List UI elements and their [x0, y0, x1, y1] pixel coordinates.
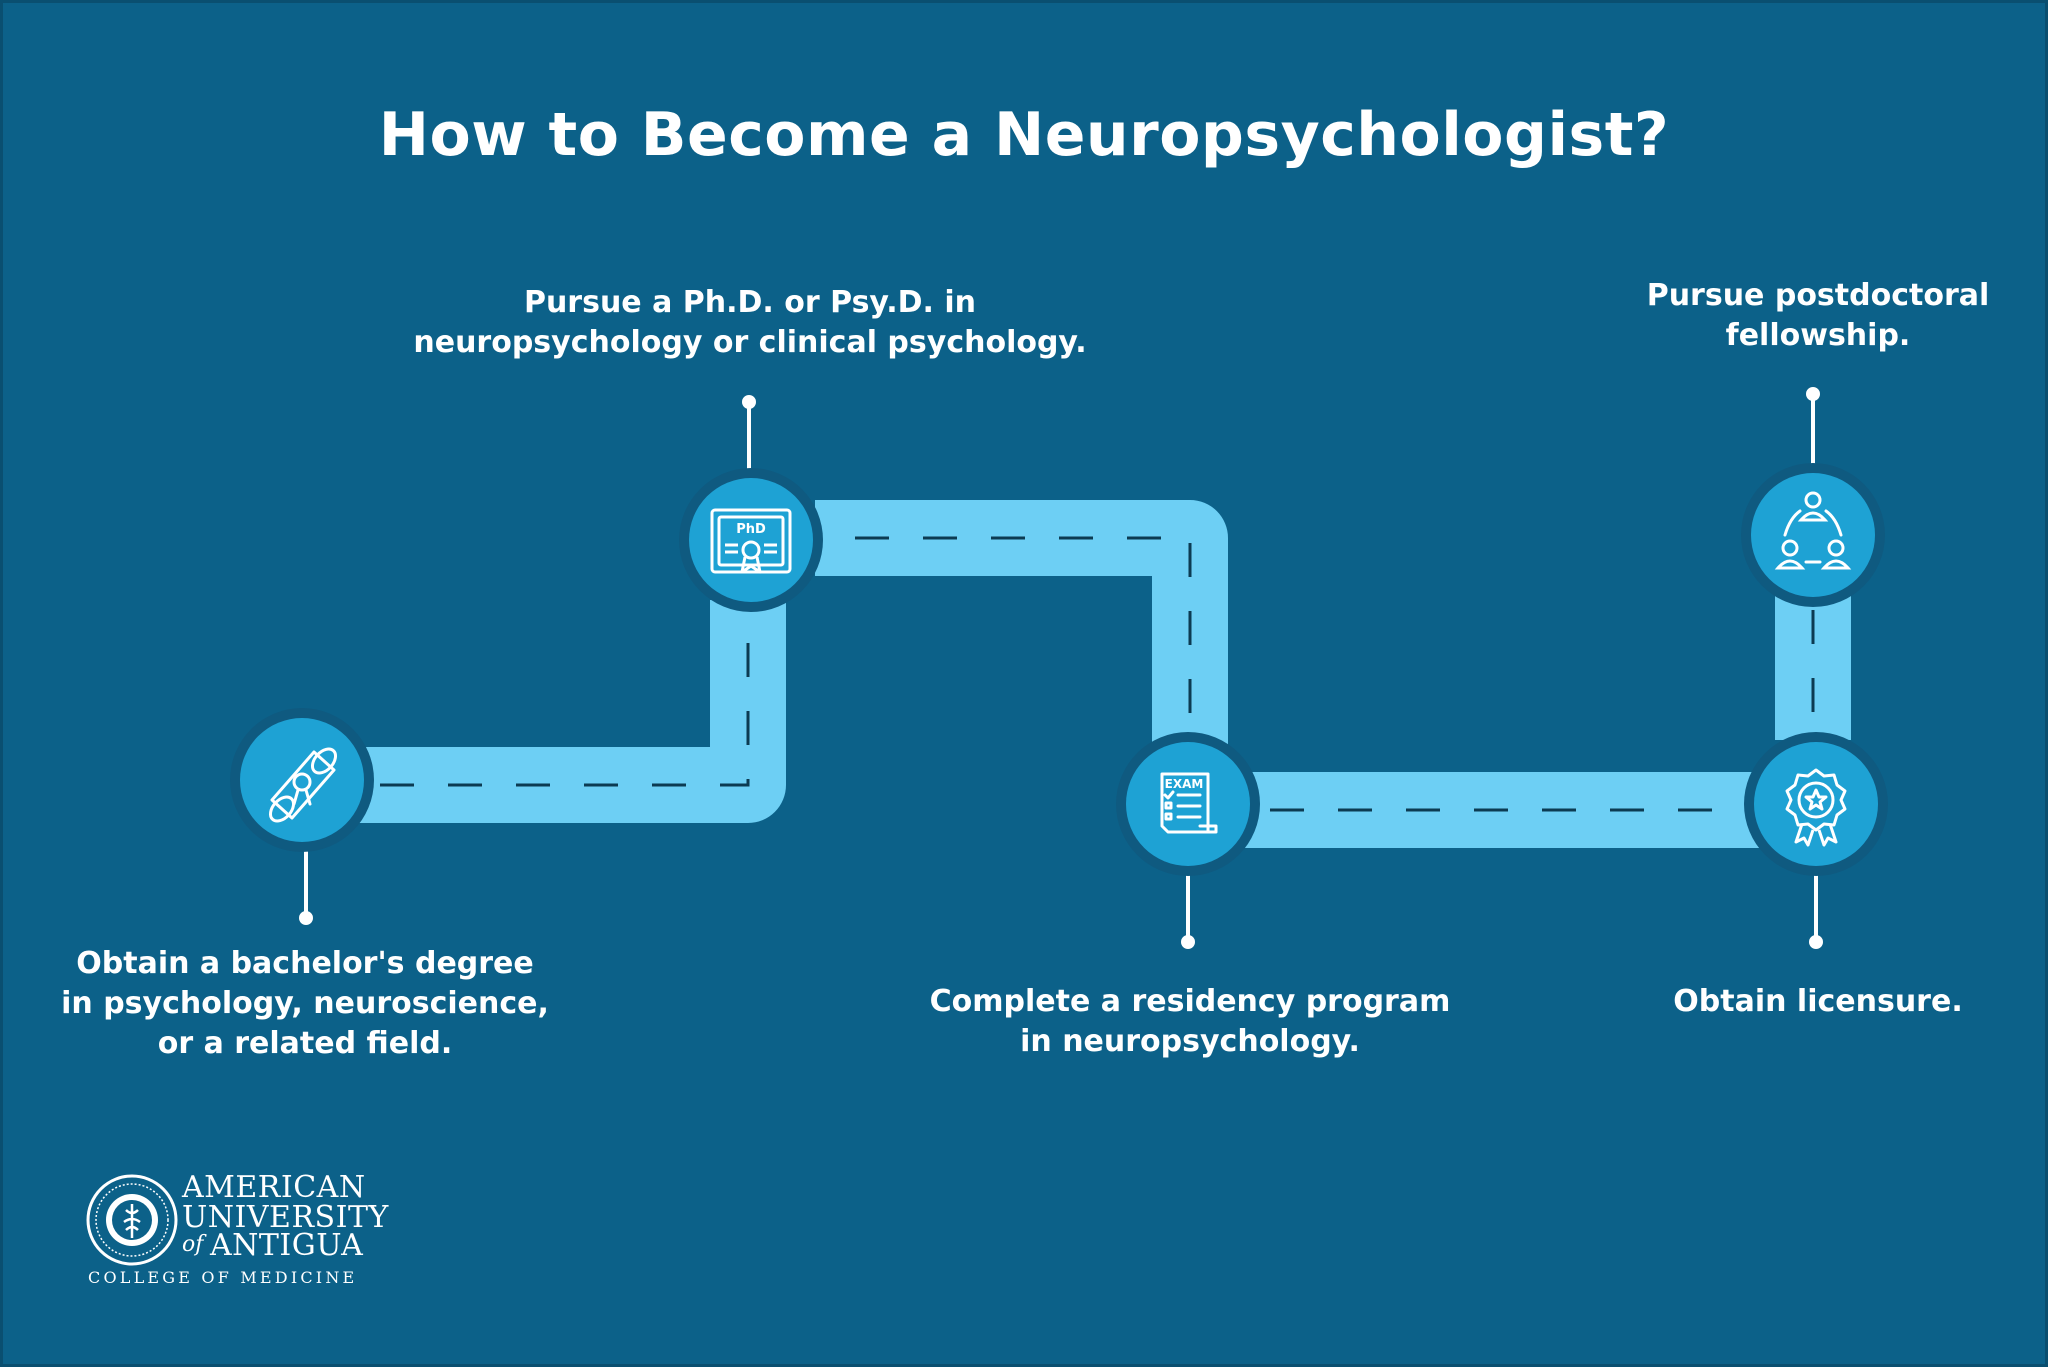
road-segment-3 — [1240, 772, 1810, 848]
diploma-scroll-icon — [268, 747, 338, 823]
logo-line-american: AMERICAN — [182, 1170, 366, 1205]
step-3-label: Complete a residency program in neuropsy… — [929, 984, 1451, 1059]
step-5-node — [1741, 463, 1885, 607]
logo-line-college: COLLEGE OF MEDICINE — [88, 1268, 358, 1287]
step-1-node — [230, 708, 374, 852]
step-2-node: PhD — [679, 468, 823, 612]
award-badge-icon — [1785, 768, 1847, 847]
road-dashes — [380, 536, 1815, 812]
road-segment-2 — [815, 500, 1228, 745]
pin-step-5 — [1806, 387, 1820, 477]
step-2-label: Pursue a Ph.D. or Psy.D. in neuropsychol… — [413, 285, 1087, 360]
step-4-node — [1744, 732, 1888, 876]
connector-pins — [299, 387, 1823, 949]
exam-paper-icon — [1160, 772, 1218, 834]
road-segments — [300, 500, 1851, 848]
university-logo: AMERICAN UNIVERSITY of ANTIGUA COLLEGE O… — [86, 1170, 426, 1292]
page-title: How to Become a Neuropsychologist? — [378, 100, 1670, 170]
phd-icon-label: PhD — [736, 522, 766, 537]
step-1-label: Obtain a bachelor's degree in psychology… — [61, 946, 549, 1061]
university-seal-icon — [86, 1174, 178, 1266]
step-5-label: Pursue postdoctoral fellowship. — [1646, 278, 1990, 353]
team-network-icon — [1774, 491, 1852, 570]
phd-certificate-icon — [710, 508, 792, 574]
logo-line-university: UNIVERSITY — [182, 1200, 389, 1235]
step-3-node: EXAM — [1116, 732, 1260, 876]
logo-line-antigua: ANTIGUA — [210, 1228, 364, 1263]
dash-line-1 — [380, 610, 750, 787]
logo-line-of: of — [182, 1232, 204, 1257]
step-4-label: Obtain licensure. — [1673, 984, 1963, 1019]
exam-icon-label: EXAM — [1165, 777, 1204, 791]
